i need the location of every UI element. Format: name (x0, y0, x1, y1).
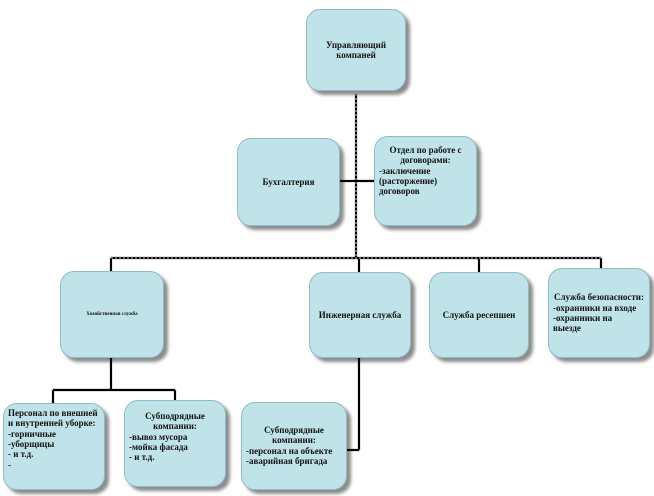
security-item: -охранники на (553, 313, 613, 323)
internal-staff-item: - и т.д. (8, 449, 34, 460)
reception-title: Служба ресепшен (442, 309, 516, 320)
subcontract-engineering-box[interactable]: Субподрядные компании: -персонал на объе… (241, 402, 347, 490)
reception-box[interactable]: Служба ресепшен (429, 272, 529, 358)
contracts-dept-box[interactable]: Отдел по работе с договорами: -заключени… (374, 136, 477, 226)
subcontract-housekeeping-item: -мойка фасада (129, 442, 188, 453)
subcontract-engineering-item: -аварийная бригада (246, 456, 328, 467)
security-item: выезде (553, 323, 581, 334)
contracts-dept-item: (расторжение) (379, 176, 438, 187)
engineering-title: Инженерная служба (318, 309, 402, 320)
security-title: Служба безопасности: (554, 292, 644, 303)
housekeeping-title: Хозяйственная служба (86, 311, 138, 317)
accounting-box[interactable]: Бухгалтерия (237, 138, 340, 226)
management-box[interactable]: Управляющий компаней (306, 9, 406, 91)
internal-staff-title: Персонал по внешней и внутренней уборке: (8, 408, 98, 429)
subcontract-engineering-title: Субподрядные компании: (264, 425, 324, 446)
subcontract-housekeeping-item: - и т.д. (129, 452, 155, 463)
contracts-dept-title: Отдел по работе с договорами: (389, 145, 462, 166)
internal-staff-item: -уборщицы (8, 439, 55, 450)
subcontract-housekeeping-item: -вывоз мусора (129, 431, 188, 442)
contracts-dept-item: -заключение (379, 165, 431, 176)
subcontract-housekeeping-title: Субподрядные компании: (145, 411, 205, 432)
internal-staff-item: - (8, 459, 11, 470)
housekeeping-box[interactable]: Хозяйственная служба (60, 271, 164, 358)
accounting-title: Бухгалтерия (262, 176, 315, 187)
engineering-box[interactable]: Инженерная служба (309, 272, 411, 358)
subcontract-engineering-item: -персонал на объекте (246, 445, 333, 456)
subcontract-housekeeping-box[interactable]: Субподрядные компании: -вывоз мусора -мо… (124, 400, 226, 487)
security-box[interactable]: Служба безопасности: -охранники на входе… (548, 268, 650, 358)
management-title: Управляющий компаней (325, 39, 387, 60)
internal-staff-box[interactable]: Персонал по внешней и внутренней уборке:… (3, 403, 105, 490)
contracts-dept-item: договоров (379, 186, 420, 197)
security-item: -охранники на входе (553, 302, 637, 313)
internal-staff-item: -горничные (8, 428, 57, 439)
